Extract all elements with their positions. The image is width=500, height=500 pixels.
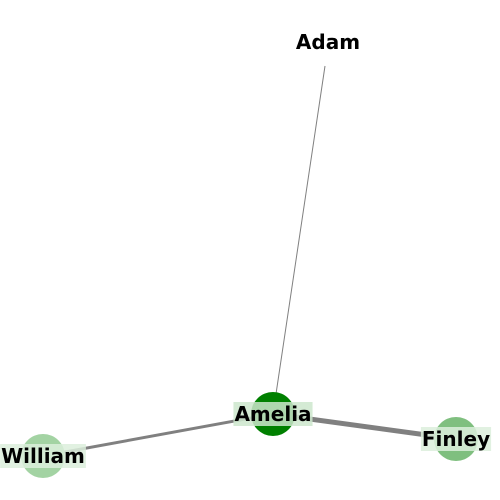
node-label-amelia: Amelia [234,402,311,426]
node-label-bg-william [0,444,86,468]
node-label-bg-finley [420,427,492,451]
node-label-finley: Finley [422,427,490,451]
node-label-bg-adam [294,30,362,54]
node-label-william: William [1,444,85,468]
node-label-adam: Adam [296,30,360,54]
edge-amelia-adam [272,65,326,415]
edges-layer [42,65,457,458]
node-label-bg-amelia [233,402,313,426]
